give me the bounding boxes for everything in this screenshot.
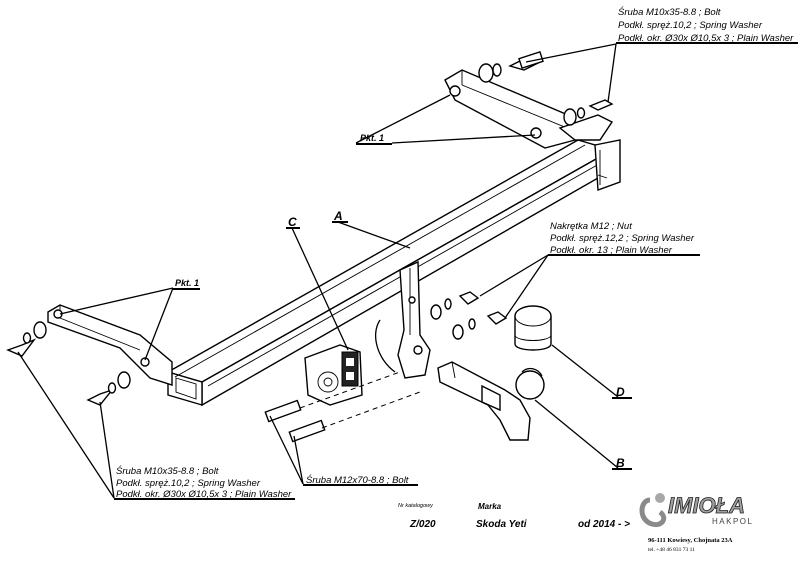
letter-c: C <box>288 215 297 229</box>
catalog-number: Z/020 <box>409 519 436 530</box>
company-address: 96-111 Kowiesy, Chojnata 23A <box>648 537 733 544</box>
left-bolt-set <box>6 321 131 406</box>
from-year: od 2014 - > <box>578 519 630 530</box>
socket-plate <box>304 344 363 406</box>
letter-d: D <box>616 385 625 399</box>
top-bolt-line3: Podkł. okr. Ø30x Ø10,5x 3 ; Plain Washer <box>618 33 794 44</box>
top-bolt-line1: Śruba M10x35-8.8 ; Bolt <box>618 6 721 18</box>
catalog-label: Nr katalogowy <box>398 503 434 509</box>
title-block: Nr katalogowy Z/020 Marka Skoda Yeti od … <box>398 502 630 530</box>
model-name: Skoda Yeti <box>476 519 527 530</box>
hook-logo-icon <box>639 497 667 528</box>
company-logo: IMIOŁA HAKPOL 96-111 Kowiesy, Chojnata 2… <box>639 493 753 553</box>
tow-ball-neck <box>437 361 545 441</box>
m12-bolt-set <box>264 371 421 443</box>
right-mounting-bracket <box>444 69 614 149</box>
ball-mount-bracket <box>375 260 431 379</box>
nut-line3: Podkł. okr. 13 ; Plain Washer <box>550 245 673 256</box>
letter-a: A <box>333 209 343 223</box>
pkt1-top-label: Pkt. 1 <box>360 133 384 143</box>
top-bolt-set <box>478 50 614 126</box>
left-mounting-bracket <box>47 304 173 386</box>
nut-line2: Podkł. spręż.12,2 ; Spring Washer <box>550 233 695 244</box>
bottom-bolt-line2: Podkł. spręż.10,2 ; Spring Washer <box>116 478 261 489</box>
leader-lines <box>17 42 798 500</box>
letter-b: B <box>616 456 625 470</box>
logo-text: IMIOŁA <box>668 493 745 518</box>
nut-washer-set <box>430 291 508 340</box>
brand-label: Marka <box>478 502 502 511</box>
main-crossbar <box>166 139 621 407</box>
company-phone: tel. +48 46 831 73 11 <box>648 547 695 553</box>
ball-cover <box>514 305 552 351</box>
nut-line1: Nakrętka M12 ; Nut <box>550 221 632 232</box>
top-bolt-line2: Podkł. spręż.10,2 ; Spring Washer <box>618 20 763 31</box>
pkt1-left-label: Pkt. 1 <box>175 278 199 288</box>
m12-bolt-label: Śruba M12x70-8.8 ; Bolt <box>306 474 409 486</box>
bottom-bolt-line3: Podkł. okr. Ø30x Ø10,5x 3 ; Plain Washer <box>116 489 292 500</box>
logo-subtext: HAKPOL <box>712 517 753 526</box>
bottom-bolt-line1: Śruba M10x35-8.8 ; Bolt <box>116 465 219 477</box>
